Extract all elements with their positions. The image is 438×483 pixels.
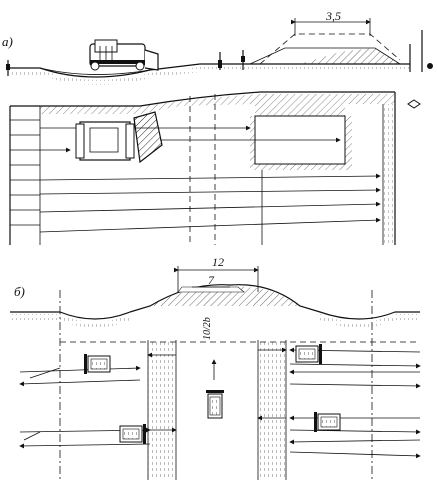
part-b-label: б) [14, 284, 25, 299]
bulldozer-icon-4 [295, 344, 322, 364]
bulldozer-icon-5 [314, 412, 341, 432]
part-a-label: а) [2, 34, 13, 49]
bulldozer-icon-2 [119, 424, 146, 444]
bulldozer-plan-icon [75, 111, 163, 164]
dimension-lane-spacing: 10/2b [202, 317, 213, 340]
bulldozer-side-icon [89, 39, 159, 71]
dimension-outer-width: 12 [212, 255, 224, 269]
plan-a [9, 91, 421, 245]
profile-b: 12 7 [10, 255, 420, 480]
bulldozer-icon-3 [206, 390, 224, 419]
bulldozer-icon-1 [84, 354, 111, 374]
profile-a: 3,5 [6, 9, 433, 85]
dimension-top-width: 3,5 [325, 9, 341, 23]
dimension-inner-width: 7 [208, 273, 215, 287]
plan-b: 10/2b [19, 317, 421, 480]
